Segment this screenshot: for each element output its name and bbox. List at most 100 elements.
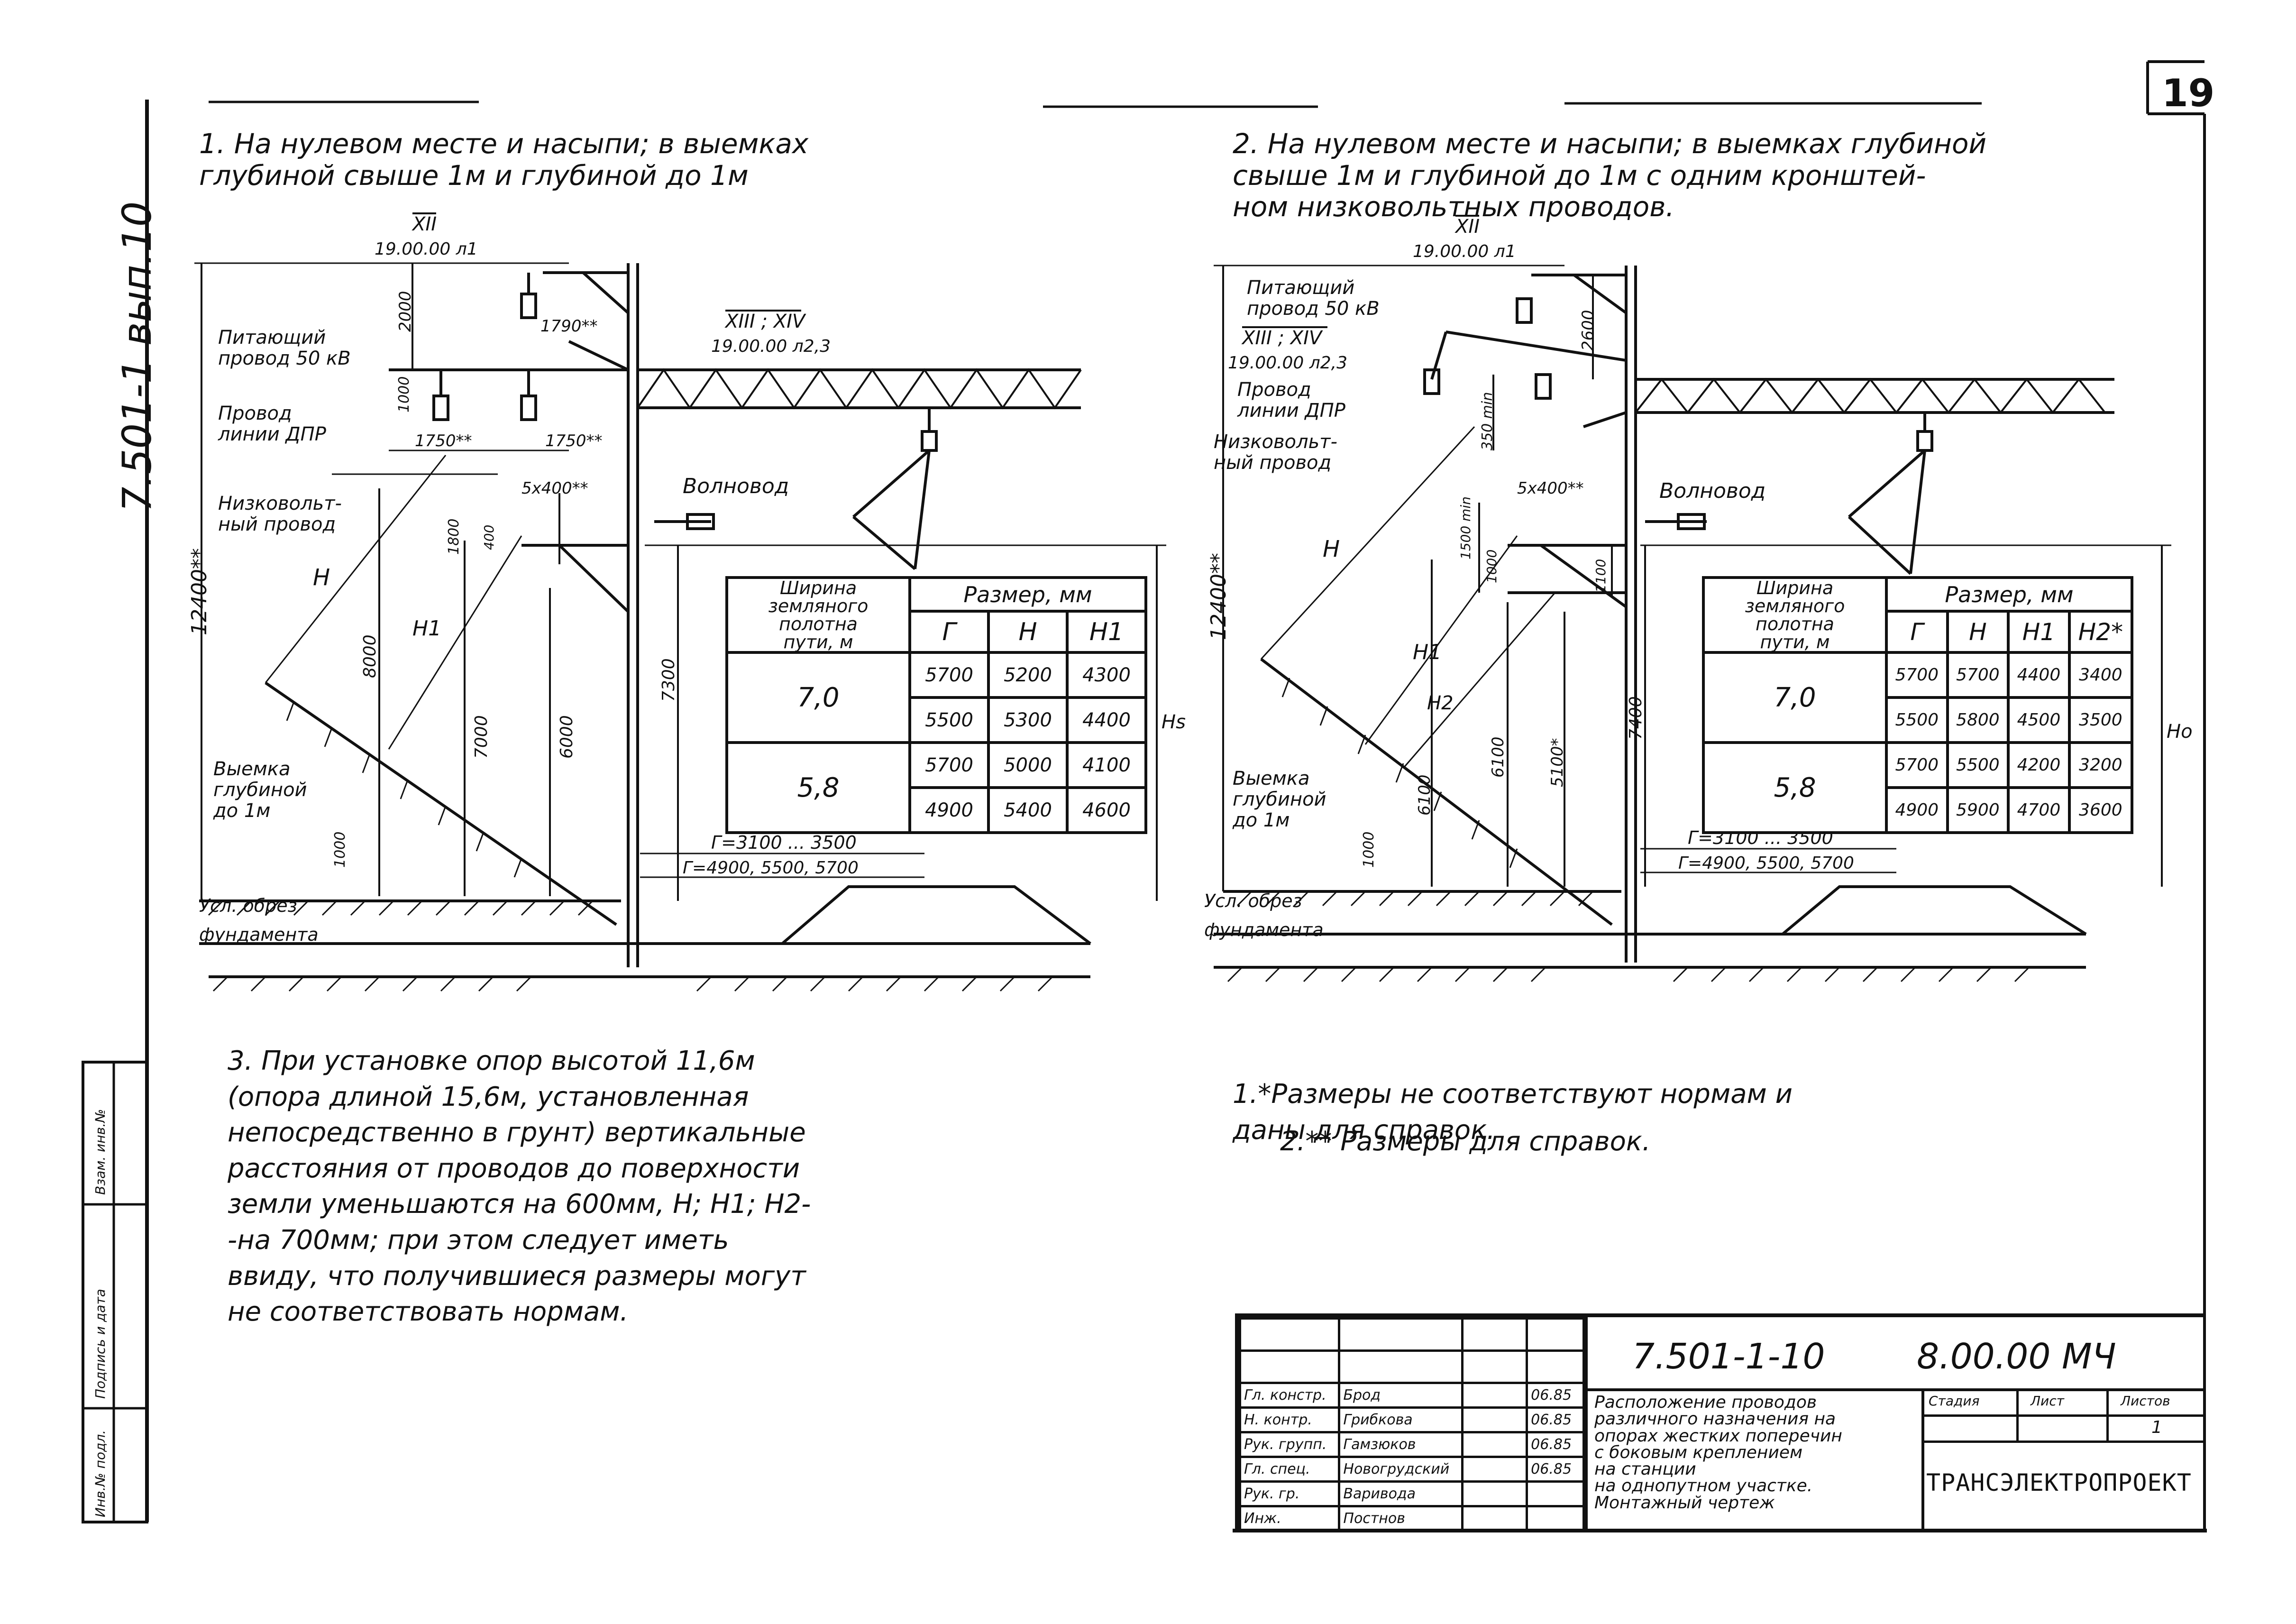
- diagram2-ref-mid: XIII ; XIV: [1242, 327, 1322, 349]
- table-cell: 3600: [2067, 786, 2134, 834]
- table-cell: 4600: [1066, 786, 1147, 834]
- staff-name: Брод: [1338, 1382, 1464, 1409]
- diagram1-label-cut: Выемка глубиной до 1м: [213, 758, 307, 822]
- diagram1-dim-1750a: 1750**: [415, 431, 472, 450]
- staff-signature: [1461, 1382, 1528, 1409]
- staff-role: Гл. спец.: [1238, 1456, 1341, 1483]
- table-cell: 5900: [1946, 786, 2010, 834]
- staff-signature: [1461, 1505, 1528, 1532]
- staff-date: 06.85: [1526, 1456, 1585, 1483]
- diagram2-dimension-table: Ширина земляного полотна пути, м Размер,…: [1702, 576, 2134, 834]
- staff-signature: [1461, 1406, 1528, 1433]
- staff-signature: [1461, 1480, 1528, 1507]
- diagram1-dim-H: H: [313, 564, 330, 591]
- table-cell: 5500: [908, 696, 990, 744]
- diagram2-label-cut: Выемка глубиной до 1м: [1233, 768, 1326, 831]
- staff-date: [1526, 1480, 1585, 1507]
- table-cell: 5200: [987, 651, 1069, 699]
- table-cell: 5400: [987, 786, 1069, 834]
- table-cell: 5700: [1946, 651, 2010, 699]
- diagram2-dim-g2: Г=4900, 5500, 5700: [1678, 853, 1854, 873]
- table-cell: 4400: [2007, 651, 2071, 699]
- table-cell: 4100: [1066, 741, 1147, 789]
- diagram2-dim-6100a: 6100: [1415, 774, 1434, 816]
- diagram2-dim-H1: H1: [1413, 640, 1442, 664]
- diagram2-dim-H: H: [1323, 536, 1340, 562]
- table-cell: 4900: [908, 786, 990, 834]
- diagram2-label-foundation: Усл. обрез фундамента: [1204, 890, 1324, 940]
- diagram2-ref-mid-sub: 19.00.00 л2,3: [1228, 353, 1348, 373]
- staff-name: Постнов: [1338, 1505, 1464, 1532]
- diagram2-label-lowvolt: Низковольт- ный провод: [1214, 431, 1337, 474]
- diagram1-ref-top-sub: 19.00.00 л1: [375, 239, 478, 259]
- table-cell: 5800: [1946, 696, 2010, 744]
- diagram2-dim-H2: H2: [1427, 692, 1454, 714]
- table-col-header: H1: [1066, 610, 1147, 654]
- title-block-staff-table: Гл. констр. Брод 06.85 Н. контр. Грибков…: [1238, 1317, 1585, 1532]
- diagram2-dim-2600: 2600: [1579, 310, 1598, 351]
- diagram2-label-dpr: Провод линии ДПР: [1237, 379, 1345, 422]
- diagram1-label-feeder: Питающий провод 50 кВ: [218, 327, 351, 369]
- table-width-cell: 7,0: [1702, 651, 1888, 744]
- staff-role: Гл. констр.: [1238, 1382, 1341, 1409]
- sheets-value: 1: [2151, 1418, 2162, 1437]
- table-cell: 5700: [1885, 741, 1949, 789]
- staff-role: Н. контр.: [1238, 1406, 1341, 1433]
- diagram1-dim-5x400: 5х400**: [521, 479, 588, 498]
- table-cell: 4900: [1885, 786, 1949, 834]
- table-width-cell: 5,8: [1702, 741, 1888, 834]
- table-cell: 4500: [2007, 696, 2071, 744]
- diagram1-dim-g2: Г=4900, 5500, 5700: [683, 858, 859, 878]
- diagram1-dim-1790: 1790**: [540, 317, 598, 336]
- company-name: ТРАНСЭЛЕКТРОПРОЕКТ: [1926, 1469, 2192, 1496]
- staff-date: [1526, 1505, 1585, 1532]
- diagram2-dim-5x400: 5х400**: [1517, 479, 1584, 498]
- table-cell: 5700: [908, 651, 990, 699]
- diagram2-label-waveguide: Волновод: [1659, 479, 1766, 503]
- table-cell: 3200: [2067, 741, 2134, 789]
- table-col-header: H2*: [2067, 610, 2134, 654]
- diagram2-dim-12400: 12400**: [1207, 553, 1231, 640]
- diagram2-ref-top: XII: [1455, 216, 1480, 238]
- table-width-cell: 5,8: [725, 741, 911, 834]
- staff-date: 06.85: [1526, 1382, 1585, 1409]
- table-header-width: Ширина земляного полотна пути, м: [1702, 576, 1888, 654]
- table-col-header: H: [1946, 610, 2010, 654]
- staff-role: Инж.: [1238, 1505, 1341, 1532]
- diagram1-ref-top: XII: [412, 213, 437, 235]
- table-cell: 5500: [1946, 741, 2010, 789]
- table-col-header: Г: [1885, 610, 1949, 654]
- title-block: Гл. констр. Брод 06.85 Н. контр. Грибков…: [1235, 1313, 2206, 1532]
- table-width-cell: 7,0: [725, 651, 911, 744]
- page-number: 19: [2162, 71, 2215, 115]
- table-cell: 5700: [1885, 651, 1949, 699]
- footnote-1: 1.*Размеры не соответствуют нормам и дан…: [1233, 1079, 1793, 1146]
- diagram2-dim-6100b: 6100: [1489, 736, 1508, 778]
- diagram2-dim-1000: 1000: [1484, 549, 1500, 583]
- col-sheets: Листов: [2121, 1393, 2170, 1409]
- diagram2-dim-1500: 1500 min: [1458, 496, 1473, 560]
- table-cell: 4300: [1066, 651, 1147, 699]
- diagram2-dim-5100: 5100*: [1548, 738, 1567, 787]
- doc-number: 7.501-1-10: [1632, 1336, 1825, 1377]
- table-cell: 4400: [1066, 696, 1147, 744]
- col-stage: Стадия: [1929, 1393, 1980, 1409]
- diagram1-label-waveguide: Волновод: [683, 474, 789, 498]
- table-cell: 5700: [908, 741, 990, 789]
- diagram2-dim-350: 350 min: [1479, 392, 1496, 450]
- diagram2-dim-1100: 1100: [1593, 559, 1609, 593]
- staff-name: Новогрудский: [1338, 1456, 1464, 1483]
- diagram1-ref-right-sub: 19.00.00 л2,3: [711, 337, 831, 356]
- table-col-header: H1: [2007, 610, 2071, 654]
- diagram2-label-feeder: Питающий провод 50 кВ: [1247, 277, 1380, 320]
- staff-name: Гамзюков: [1338, 1431, 1464, 1458]
- diagram1-label-lowvolt: Низковольт- ный провод: [218, 493, 342, 535]
- diagram2-dim-1000b: 1000: [1361, 831, 1377, 868]
- staff-name: Варивода: [1338, 1480, 1464, 1507]
- table-cell: 4700: [2007, 786, 2071, 834]
- table-header-size: Размер, мм: [908, 576, 1147, 613]
- diagram1-heading: 1. На нулевом месте и насыпи; в выемках …: [199, 128, 809, 192]
- staff-role: Рук. групп.: [1238, 1431, 1341, 1458]
